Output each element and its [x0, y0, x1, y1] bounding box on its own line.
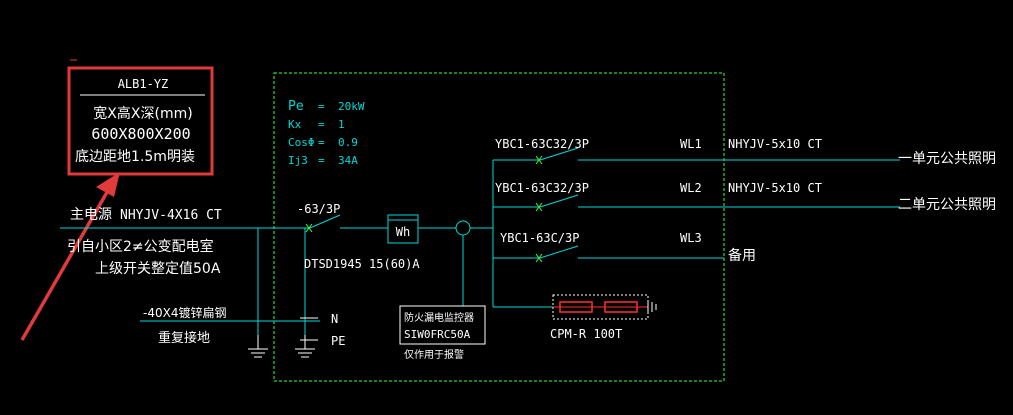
fire-monitor-note: 仅作用于报警 — [404, 348, 464, 361]
annotation-arrow-shaft — [20, 186, 112, 341]
wl1-breaker-blade — [539, 147, 579, 161]
wl3-id: WL3 — [680, 231, 702, 245]
param-pe-eq: = — [318, 100, 325, 113]
wl1-cable: NHYJV-5x10 CT — [728, 137, 822, 151]
meter-model: DTSD1945 15(60)A — [304, 257, 420, 271]
wl2-breaker-x2 — [535, 202, 543, 212]
param-pe-key: Pe — [288, 99, 304, 114]
wl1-destination: 一单元公共照明 — [898, 151, 996, 167]
wl3-breaker-model: YBC1-63C/3P — [500, 231, 579, 245]
ground-steel-label: -40X4镀锌扁钢 — [143, 306, 226, 320]
n-label: N — [331, 312, 338, 326]
main-breaker-x2 — [305, 223, 313, 233]
fire-monitor-title: 防火漏电监控器 — [404, 311, 474, 324]
param-ij-key: Ij3 — [288, 154, 308, 167]
wl2-cable: NHYJV-5x10 CT — [728, 181, 822, 195]
ground-symbol-left — [248, 335, 268, 358]
param-cos-value: 0.9 — [338, 136, 358, 149]
param-kx-key: Kx — [288, 118, 302, 131]
box-dims: 600X800X200 — [91, 125, 190, 143]
spd-model: CPM-R 100T — [550, 327, 622, 341]
param-kx-eq: = — [318, 118, 325, 131]
repeat-ground-label: 重复接地 — [158, 330, 210, 346]
param-ij-value: 34A — [338, 154, 358, 167]
wl3-destination: 备用 — [728, 247, 756, 264]
fire-monitor-box — [399, 305, 486, 345]
box-dims-label: 宽X高X深(mm) — [93, 105, 192, 122]
box-mount: 底边距地1.5m明装 — [75, 149, 195, 165]
param-ij-eq: = — [318, 154, 325, 167]
wl3-breaker-blade — [539, 245, 579, 259]
ground-symbol-right — [295, 335, 315, 358]
spd-device — [552, 294, 657, 320]
param-cos-key: CosΦ — [288, 136, 315, 149]
wl2-breaker-blade — [539, 194, 579, 208]
incoming-label: 主电源 — [70, 207, 112, 223]
wl2-breaker-model: YBC1-63C32/3P — [495, 181, 589, 195]
incoming-from: 引自小区2≠公变配电室 — [67, 238, 214, 255]
wl3-breaker-x2 — [535, 253, 543, 263]
wl1-breaker-x2 — [535, 155, 543, 165]
meter-symbol: Wh — [396, 225, 410, 239]
main-breaker-blade — [309, 214, 341, 229]
incoming-cable: NHYJV-4X16 CT — [120, 208, 222, 223]
wl1-breaker-model: YBC1-63C32/3P — [495, 137, 589, 151]
annotation-box — [67, 66, 214, 176]
box-tag: ALB1-YZ — [118, 77, 169, 91]
fire-monitor-model: SIW0FRC50A — [404, 328, 471, 341]
cabinet-outline — [273, 72, 725, 382]
param-pe-value: 20kW — [338, 100, 365, 113]
annotation-arrowhead — [96, 172, 120, 197]
wl2-destination: 二单元公共照明 — [898, 197, 996, 213]
wl1-id: WL1 — [680, 137, 702, 151]
incoming-setting: 上级开关整定值50A — [95, 261, 221, 277]
param-kx-value: 1 — [338, 118, 345, 131]
pe-label: PE — [331, 334, 345, 348]
wl2-id: WL2 — [680, 181, 702, 195]
main-breaker-label: -63/3P — [297, 202, 340, 216]
param-cos-eq: = — [318, 136, 325, 149]
meter-box — [387, 214, 419, 244]
